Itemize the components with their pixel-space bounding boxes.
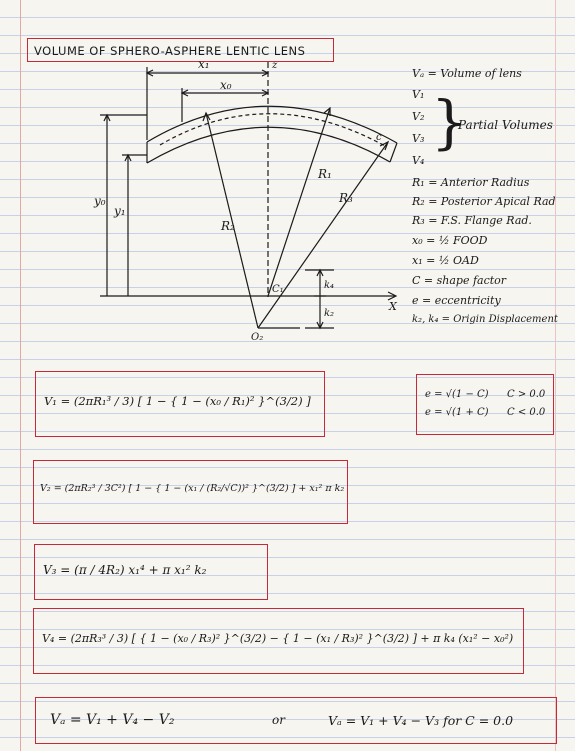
legend-c: C = shape factor [412, 274, 507, 287]
partial-brace-icon: } [431, 88, 468, 156]
anterior-surface [146, 105, 398, 144]
legend-e: e = eccentricity [412, 294, 501, 307]
v2-equation: V₂ = (2πR₂³ / 3C²) [ 1 − { 1 − (x₁ / (R₂… [40, 483, 345, 494]
margin-rule [20, 0, 21, 751]
ecc-cond-1: C > 0.0 [507, 389, 546, 400]
ecc-cond-2: C < 0.0 [507, 407, 546, 418]
r1-line [267, 107, 331, 297]
lens-edge-right [389, 142, 398, 163]
label-r2: R₂ [220, 219, 235, 233]
va-equation-box: Vₐ = V₁ + V₄ − V₂ or Vₐ = V₁ + V₄ − V₃ f… [35, 697, 557, 744]
label-r3: R₃ [338, 191, 353, 205]
legend-va: Vₐ = Volume of lens [412, 67, 522, 80]
label-x1: x₁ [198, 57, 210, 71]
label-r1: R₁ [317, 167, 332, 181]
legend-v1: V₁ [412, 88, 425, 101]
x-axis-arrow [387, 291, 398, 301]
label-x-axis: X [388, 300, 398, 313]
label-o2: O₂ [251, 332, 263, 343]
v2-equation-box: V₂ = (2πR₂³ / 3C²) [ 1 − { 1 − (x₁ / (R₂… [33, 460, 348, 524]
label-c: c [376, 132, 382, 143]
v4-equation-box: V₄ = (2πR₃³ / 3) [ { 1 − (x₀ / R₃)² }^(3… [33, 608, 524, 674]
v1-equation-box: V₁ = (2πR₁³ / 3) [ 1 − { 1 − (x₀ / R₁)² … [35, 371, 325, 437]
flange-surface [159, 113, 386, 147]
legend-r3: R₃ = F.S. Flange Rad. [412, 214, 532, 227]
label-y0: y₀ [93, 194, 106, 208]
v1-equation: V₁ = (2πR₁³ / 3) [ 1 − { 1 − (x₀ / R₁)² … [44, 394, 311, 408]
legend-v4: V₄ [412, 154, 425, 167]
v3-equation-box: V₃ = (π / 4R₂) x₁⁴ + π x₁² k₂ [34, 544, 268, 600]
r3-line [257, 141, 389, 329]
va-alt-equation: Vₐ = V₁ + V₄ − V₃ for C = 0.0 [328, 713, 514, 728]
legend-k: k₂, k₄ = Origin Displacement [412, 314, 558, 325]
legend-r2: R₂ = Posterior Apical Rad [412, 195, 556, 208]
label-y1: y₁ [113, 204, 126, 218]
va-or: or [272, 713, 285, 727]
margin-rule-right [555, 0, 556, 751]
legend-r1: R₁ = Anterior Radius [412, 176, 530, 189]
legend-partial: Partial Volumes [458, 118, 553, 132]
legend-v2: V₂ [412, 110, 425, 123]
label-k4: k₄ [324, 280, 334, 291]
legend-x1: x₁ = ½ OAD [412, 254, 479, 267]
label-z: z [271, 60, 278, 71]
ecc-eq-2: e = √(1 + C) [425, 407, 489, 418]
legend-v3: V₃ [412, 132, 425, 145]
label-c1: C₁ [272, 284, 284, 295]
label-x0: x₀ [220, 78, 232, 92]
legend-x0: x₀ = ½ FOOD [412, 234, 488, 247]
label-k2: k₂ [324, 308, 334, 319]
eccentricity-box: e = √(1 − C) C > 0.0 e = √(1 + C) C < 0.… [416, 374, 554, 435]
v4-equation: V₄ = (2πR₃³ / 3) [ { 1 − (x₀ / R₃)² }^(3… [42, 632, 514, 645]
page-title: VOLUME OF SPHERO-ASPHERE LENTIC LENS [27, 38, 334, 62]
v3-equation: V₃ = (π / 4R₂) x₁⁴ + π x₁² k₂ [43, 563, 207, 577]
va-equation: Vₐ = V₁ + V₄ − V₂ [50, 712, 175, 728]
ecc-eq-1: e = √(1 − C) [425, 389, 489, 400]
r2-line [205, 112, 259, 329]
